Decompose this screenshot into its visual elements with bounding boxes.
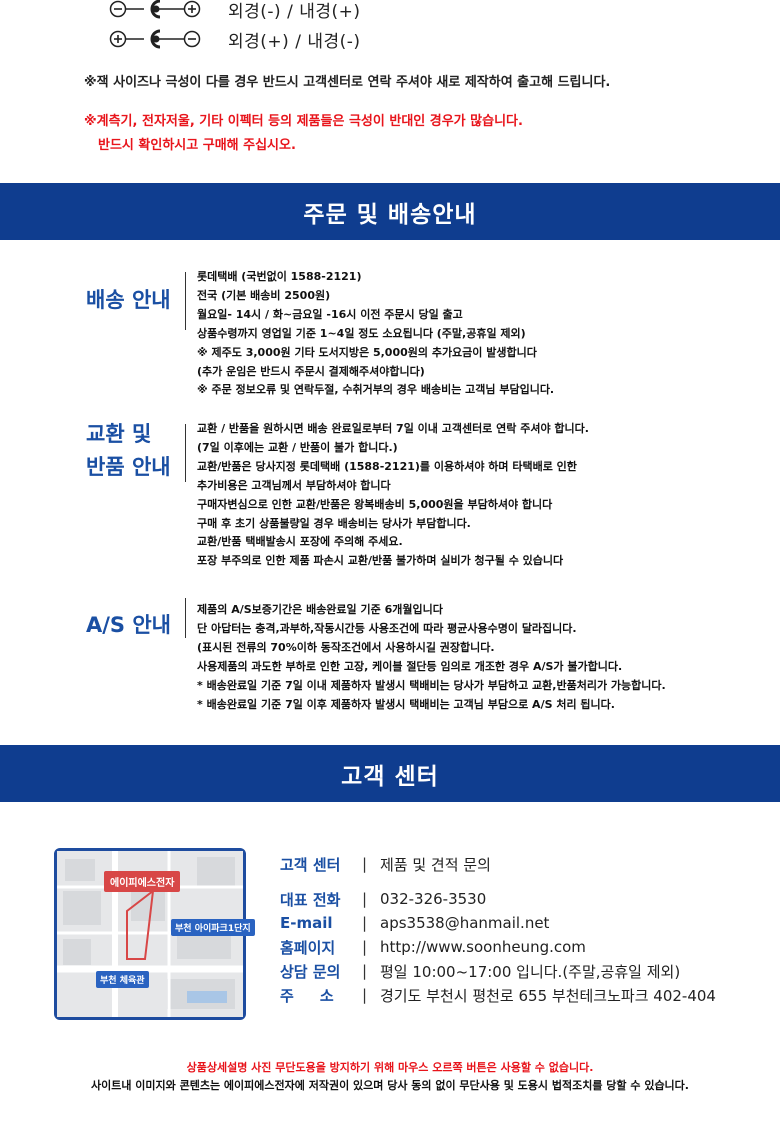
homepage-link[interactable]: http://www.soonheung.com bbox=[380, 938, 586, 956]
contact-label: 홈페이지 bbox=[280, 938, 336, 957]
polarity-label: 외경(+) / 내경(-) bbox=[228, 31, 361, 52]
contact-row-address: 주 소 | 경기도 부천시 평천로 655 부천테크노파크 402-404 bbox=[280, 983, 716, 1007]
exchange-line: 교환/반품은 당사지정 롯데택배 (1588-2121)를 이용하셔야 하며 타… bbox=[197, 459, 577, 473]
contact-separator: | bbox=[362, 938, 368, 956]
contact-info: 고객 센터 | 제품 및 견적 문의 대표 전화 | 032-326-3530 … bbox=[280, 852, 716, 1007]
exchange-title-line: 반품 안내 bbox=[86, 455, 171, 479]
map-tag-gym: 부천 체육관 bbox=[96, 971, 149, 988]
copyright-notice: 사이트내 이미지와 콘텐츠는 에이피에스전자에 저작권이 있으며 당사 동의 없… bbox=[91, 1079, 689, 1092]
polarity-section: 외경(-) / 내경(+) 외경(+) / 내경(-) ※잭 사이즈나 극성이 … bbox=[0, 0, 780, 183]
business-hours: 평일 10:00~17:00 입니다.(주말,공휴일 제외) bbox=[380, 962, 681, 981]
shipping-line: 롯데택배 (국번없이 1588-2121) bbox=[197, 270, 362, 283]
contact-label: 대표 전화 bbox=[280, 890, 341, 909]
as-title: A/S 안내 bbox=[86, 613, 171, 637]
copy-protection-notice: 상품상세설명 사진 무단도용을 방지하기 위해 마우스 오르쪽 버튼은 사용할 … bbox=[186, 1061, 594, 1074]
shipping-line: 상품수령까지 영업일 기준 1~4일 정도 소요됩니다 (주말,공휴일 제외) bbox=[197, 326, 526, 340]
shipping-lines: 롯데택배 (국번없이 1588-2121) 전국 (기본 배송비 2500원) … bbox=[197, 268, 554, 400]
polarity-row-outer-positive: 외경(+) / 내경(-) bbox=[108, 27, 361, 52]
contact-label: 고객 센터 bbox=[280, 855, 341, 874]
shipping-line: ※ 제주도 3,000원 기타 도서지방은 5,000원의 추가요금이 발생합니… bbox=[197, 345, 537, 359]
shipping-divider bbox=[185, 272, 186, 330]
contact-separator: | bbox=[362, 986, 368, 1004]
exchange-line: 교환/반품 택배발송시 포장에 주의해 주세요. bbox=[197, 535, 403, 549]
shipping-line: ※ 주문 정보오류 및 연락두절, 수취거부의 경우 배송비는 고객님 부담입니… bbox=[197, 383, 555, 397]
contact-separator: | bbox=[362, 890, 368, 908]
shipping-title: 배송 안내 bbox=[86, 288, 171, 312]
as-lines: 제품의 A/S보증기간은 배송완료일 기준 6개월입니다 단 아답터는 충격,과… bbox=[197, 601, 666, 714]
contact-label: 주 소 bbox=[280, 986, 334, 1005]
exchange-divider bbox=[185, 424, 186, 482]
shipping-line: (추가 운임은 반드시 주문시 결제해주셔야합니다) bbox=[197, 364, 425, 378]
as-line: * 배송완료일 기준 7일 이내 제품하자 발생시 택배비는 당사가 부담하고 … bbox=[197, 678, 666, 692]
as-line: 제품의 A/S보증기간은 배송완료일 기준 6개월입니다 bbox=[197, 603, 443, 616]
polarity-positive-outer-icon bbox=[109, 29, 201, 49]
exchange-line: 교환 / 반품을 원하시면 배송 완료일로부터 7일 이내 고객센터로 연락 주… bbox=[197, 422, 589, 435]
shipping-line: 월요일- 14시 / 화~금요일 -16시 이전 주문시 당일 출고 bbox=[197, 307, 463, 321]
address: 경기도 부천시 평천로 655 부천테크노파크 402-404 bbox=[380, 986, 716, 1005]
exchange-line: 포장 부주의로 인한 제품 파손시 교환/반품 불가하며 실비가 청구될 수 있… bbox=[197, 554, 564, 568]
polarity-label: 외경(-) / 내경(+) bbox=[228, 1, 361, 22]
contact-row-email: E-mail | aps3538@hanmail.net bbox=[280, 911, 716, 935]
contact-row-homepage: 홈페이지 | http://www.soonheung.com bbox=[280, 935, 716, 959]
polarity-row-outer-negative: 외경(-) / 내경(+) bbox=[108, 0, 361, 22]
exchange-title-line: 교환 및 bbox=[86, 422, 152, 446]
as-line: * 배송완료일 기준 7일 이후 제품하자 발생시 택배비는 고객님 부담으로 … bbox=[197, 697, 615, 711]
exchange-line: 구매자변심으로 인한 교환/반품은 왕복배송비 5,000원을 부담하셔야 합니… bbox=[197, 497, 553, 511]
location-map[interactable]: 에이피에스전자 부천 아이파크1단지 부천 체육관 bbox=[54, 848, 255, 1020]
contact-separator: | bbox=[362, 962, 368, 980]
as-line: (표시된 전류의 70%이하 동작조건에서 사용하시길 권장합니다. bbox=[197, 640, 495, 654]
contact-label: E-mail bbox=[280, 914, 333, 932]
contact-row-hours: 상담 문의 | 평일 10:00~17:00 입니다.(주말,공휴일 제외) bbox=[280, 959, 716, 983]
email-link[interactable]: aps3538@hanmail.net bbox=[380, 914, 550, 932]
as-line: 단 아답터는 충격,과부하,작동시간등 사용조건에 따라 평균사용수명이 달라집… bbox=[197, 621, 577, 635]
map-tag-company: 에이피에스전자 bbox=[104, 871, 181, 892]
phone-number[interactable]: 032-326-3530 bbox=[380, 890, 487, 908]
contact-row-phone: 대표 전화 | 032-326-3530 bbox=[280, 887, 716, 911]
shipping-line: 전국 (기본 배송비 2500원) bbox=[197, 288, 331, 302]
contact-separator: | bbox=[362, 914, 368, 932]
contact-row-center: 고객 센터 | 제품 및 견적 문의 bbox=[280, 852, 716, 876]
exchange-line: (7일 이후에는 교환 / 반품이 불가 합니다.) bbox=[197, 440, 398, 454]
as-line: 사용제품의 과도한 부하로 인한 고장, 케이블 절단등 임의로 개조한 경우 … bbox=[197, 659, 623, 673]
jack-size-note: ※잭 사이즈나 극성이 다를 경우 반드시 고객센터로 연락 주셔야 새로 제작… bbox=[84, 75, 611, 90]
polarity-negative-outer-icon bbox=[109, 0, 201, 19]
order-shipping-header: 주문 및 배송안내 bbox=[0, 183, 780, 240]
exchange-lines: 교환 / 반품을 원하시면 배송 완료일로부터 7일 이내 고객센터로 연락 주… bbox=[197, 420, 589, 571]
exchange-line: 구매 후 초기 상품불량일 경우 배송비는 당사가 부담합니다. bbox=[197, 516, 471, 530]
contact-label: 상담 문의 bbox=[280, 962, 341, 981]
exchange-line: 추가비용은 고객님께서 부담하셔야 합니다 bbox=[197, 478, 391, 492]
polarity-warning: ※계측기, 전자저울, 기타 이펙터 등의 제품들은 극성이 반대인 경우가 많… bbox=[84, 114, 523, 129]
contact-value: 제품 및 견적 문의 bbox=[380, 855, 491, 874]
map-tag-apartment: 부천 아이파크1단지 bbox=[171, 919, 255, 936]
contact-separator: | bbox=[362, 855, 368, 873]
exchange-title: 교환 및 반품 안내 bbox=[86, 418, 171, 484]
as-divider bbox=[185, 598, 186, 638]
polarity-warning-confirm: 반드시 확인하시고 구매해 주십시오. bbox=[98, 138, 296, 153]
customer-center-header: 고객 센터 bbox=[0, 745, 780, 802]
